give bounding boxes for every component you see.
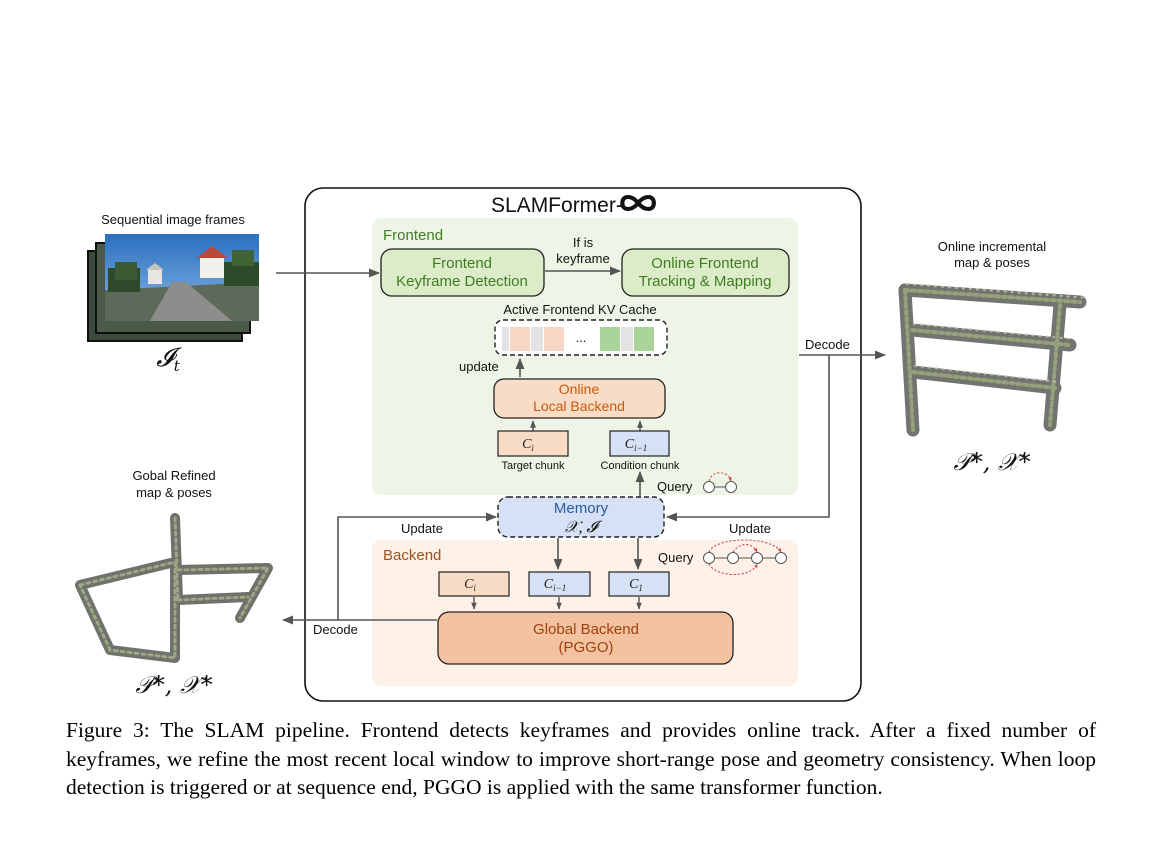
local-backend-box — [493, 378, 666, 419]
memory-box — [497, 496, 665, 538]
online-output-label-line2: map & poses — [954, 255, 1030, 270]
global-backend-box — [437, 611, 734, 665]
global-backend-line2: (PGGO) — [559, 639, 614, 656]
kv-cache-label: Active Frontend KV Cache — [503, 302, 656, 317]
keyframe-detection-box — [380, 248, 545, 297]
online-output-symbol: 𝒫*, 𝒳* — [953, 448, 1030, 476]
image-frames-stack — [87, 234, 259, 342]
kv-cache-slot-5 — [600, 327, 620, 351]
local-backend-line1: Online — [559, 381, 600, 397]
frontend-query-label: Query — [657, 479, 693, 494]
update-right-path — [665, 355, 830, 522]
global-output-label-line1: Gobal Refined — [132, 468, 215, 483]
road-image — [105, 234, 259, 321]
tracking-mapping-line1: Online Frontend — [651, 255, 759, 272]
keyframe-detection-line2: Keyframe Detection — [396, 273, 528, 290]
if-keyframe-line1: If is — [573, 235, 594, 250]
backend-chunk-first-symbol: C1 — [629, 577, 643, 593]
kv-cache-slot-6 — [621, 327, 633, 351]
online-map-pointcloud — [898, 283, 1089, 437]
tracking-mapping-box — [621, 248, 790, 297]
infinity-icon — [620, 195, 656, 211]
input-label: Sequential image frames — [101, 212, 245, 227]
input-symbol: 𝓘t — [156, 343, 182, 375]
frontend-section-label: Frontend — [383, 227, 443, 244]
update-left-path — [337, 512, 498, 620]
backend-chunk-prev — [528, 571, 591, 597]
kv-cache-slot-7 — [634, 327, 654, 351]
target-chunk-symbol: Ci — [522, 437, 534, 453]
backend-chunk-i — [438, 571, 510, 597]
online-output-label-line1: Online incremental — [938, 239, 1046, 254]
backend-query-graph-icon — [703, 539, 787, 575]
condition-chunk-box — [609, 430, 670, 457]
kv-cache-ellipsis: ... — [576, 330, 587, 345]
kv-cache-slot-3 — [531, 327, 543, 351]
pipeline-diagram: SLAMFormer- Frontend Frontend Keyframe D… — [75, 187, 1089, 702]
if-keyframe-line2: keyframe — [556, 251, 609, 266]
target-chunk-caption: Target chunk — [502, 460, 565, 472]
figure-caption: Figure 3: The SLAM pipeline. Frontend de… — [66, 718, 1096, 799]
backend-query-label: Query — [658, 550, 694, 565]
memory-symbols: 𝒳, 𝓘 — [565, 519, 603, 536]
global-output-symbol: 𝒫*, 𝒳* — [135, 671, 212, 699]
update-left-label: Update — [401, 521, 443, 536]
global-backend-line1: Global Backend — [533, 621, 639, 638]
tracking-mapping-line2: Tracking & Mapping — [639, 273, 772, 290]
decode-left-label: Decode — [313, 622, 358, 637]
backend-chunk-i-symbol: Ci — [464, 577, 476, 593]
backend-section-label: Backend — [383, 547, 441, 564]
memory-label: Memory — [554, 500, 609, 517]
condition-chunk-caption: Condition chunk — [601, 460, 680, 472]
local-backend-line2: Local Backend — [533, 398, 625, 414]
backend-chunk-first — [608, 571, 670, 597]
backend-chunk-prev-symbol: Ci−1 — [544, 577, 566, 593]
update-right-label: Update — [729, 521, 771, 536]
kv-cache-slot-1 — [502, 327, 509, 351]
frontend-query-graph-icon — [703, 472, 737, 493]
slamformer-title: SLAMFormer- — [491, 194, 623, 217]
decode-right-label: Decode — [805, 337, 850, 352]
kv-cache-slot-4 — [544, 327, 564, 351]
target-chunk-box — [497, 430, 569, 457]
global-map-pointcloud — [75, 513, 273, 663]
kv-cache-slot-2 — [510, 327, 530, 351]
global-output-label-line2: map & poses — [136, 485, 212, 500]
keyframe-detection-line1: Frontend — [432, 255, 492, 272]
update-label: update — [459, 359, 499, 374]
condition-chunk-symbol: Ci−1 — [625, 437, 647, 453]
